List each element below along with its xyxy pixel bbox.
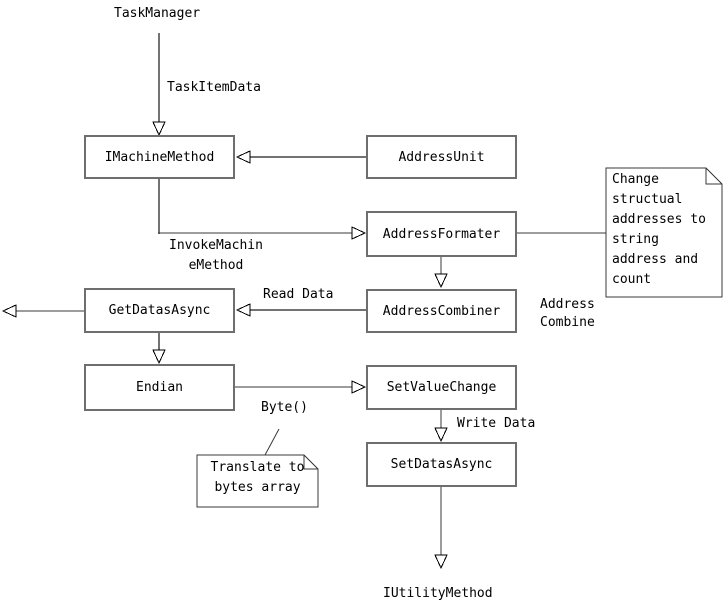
node-label: Endian xyxy=(136,380,183,395)
note-shape-translate-bytes xyxy=(196,454,319,508)
node-label: GetDatasAsync xyxy=(108,303,211,318)
node-label: AddressUnit xyxy=(398,149,485,165)
node-address-combiner: AddressCombiner xyxy=(366,289,517,333)
arrowhead-down-endian xyxy=(152,349,166,365)
edge-label-task-item-data: TaskItemData xyxy=(167,80,261,95)
connector-note-to-byte-label xyxy=(264,428,280,456)
arrowhead-down-setdatasasync xyxy=(434,427,448,443)
arrowhead-left-imachinemethod xyxy=(235,150,251,164)
arrowhead-right-addressformater xyxy=(351,226,367,240)
node-label: SetDatasAsync xyxy=(390,457,493,472)
label-iutility-method: IUtilityMethod xyxy=(383,586,493,601)
arrowhead-down-imachinemethod xyxy=(152,121,166,137)
note-shape-change-structual xyxy=(605,167,723,298)
node-set-datas-async: SetDatasAsync xyxy=(366,442,517,487)
note-text-change-structual: Change structual addresses to string add… xyxy=(612,172,706,287)
arrowhead-left-getdatasasync xyxy=(235,303,251,317)
node-set-value-change: SetValueChange xyxy=(366,365,517,410)
edge-label-write-data: Write Data xyxy=(457,416,536,431)
edge-label-address-combine: Address Combine xyxy=(540,297,595,330)
node-imachine-method: IMachineMethod xyxy=(84,135,235,179)
arrowhead-down-iutilitymethod xyxy=(434,554,448,570)
node-label: AddressCombiner xyxy=(382,303,501,319)
node-endian: Endian xyxy=(84,364,235,411)
arrowhead-down-addresscombiner xyxy=(434,273,448,289)
arrowhead-left-edge xyxy=(1,304,17,318)
edge-label-read-data: Read Data xyxy=(263,287,334,302)
node-address-unit: AddressUnit xyxy=(366,135,517,179)
node-get-datas-async: GetDatasAsync xyxy=(84,288,235,333)
edge-label-invoke-machine-method: InvokeMachin eMethod xyxy=(169,238,263,273)
node-address-formater: AddressFormater xyxy=(366,211,517,257)
node-label: IMachineMethod xyxy=(104,149,215,165)
note-text-translate-bytes: Translate to bytes array xyxy=(210,460,305,495)
arrowhead-right-setvaluechange xyxy=(351,380,367,394)
node-label: SetValueChange xyxy=(386,380,497,395)
edge-label-byte: Byte() xyxy=(261,400,308,415)
label-task-manager: TaskManager xyxy=(114,6,201,21)
node-label: AddressFormater xyxy=(382,226,501,242)
